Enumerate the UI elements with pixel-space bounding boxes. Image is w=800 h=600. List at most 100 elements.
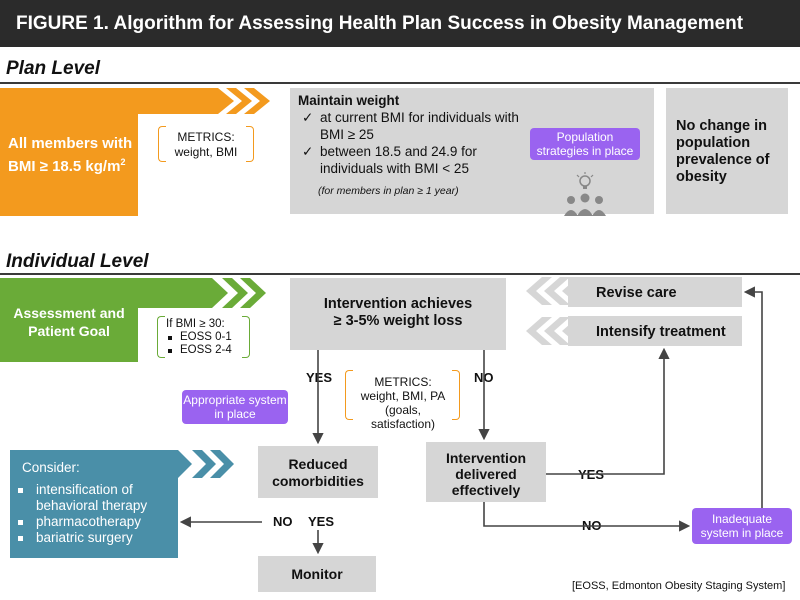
consider-arrow-row <box>178 450 234 478</box>
no-label-reduced: NO <box>273 514 293 529</box>
light-ray <box>576 174 580 178</box>
assessment-box: Assessment and Patient Goal <box>0 278 138 362</box>
person-icon <box>567 196 575 204</box>
reduced-line2: comorbidities <box>272 473 364 489</box>
maintain-arrow-head <box>600 88 616 114</box>
all-members-arrow-band <box>138 88 218 114</box>
individual-level-divider <box>0 273 800 275</box>
maintain-weight-arrow-row <box>560 88 654 114</box>
person-icon <box>580 193 590 203</box>
individual-metrics-values: weight, BMI, PA <box>360 389 446 403</box>
consider-item-behavioral: intensification of behavioral therapy <box>10 482 178 514</box>
consider-arrow-head <box>178 450 192 478</box>
assessment-arrow-row <box>138 278 266 308</box>
assessment-arrow-band <box>138 278 212 308</box>
assessment-arrow-head <box>212 278 228 308</box>
lightbulb-people-icon <box>564 172 606 216</box>
criteria-brace-left <box>157 316 165 358</box>
person-icon-body <box>577 209 593 216</box>
maintain-weight-list: at current BMI for individuals with BMI … <box>298 109 528 177</box>
reduced-comorbidities-box: Reduced comorbidities <box>258 446 378 498</box>
indiv-metrics-brace-left <box>345 370 353 420</box>
person-icon-body <box>592 210 606 216</box>
yes-label-reduced: YES <box>308 514 335 529</box>
maintain-weight-note: (for members in plan ≥ 1 year) <box>318 185 459 197</box>
chevron-left-icon <box>526 317 552 345</box>
all-members-arrow-row <box>138 88 270 114</box>
consider-list: intensification of behavioral therapy ph… <box>10 482 178 546</box>
chevron-icon <box>628 88 654 114</box>
yes-to-intensify-connector <box>546 347 670 475</box>
all-members-line1: All members with <box>8 135 133 152</box>
reduced-line1: Reduced <box>288 456 348 472</box>
person-icon <box>595 196 603 204</box>
plan-metrics: METRICS: weight, BMI <box>168 130 244 160</box>
chevron-icon <box>222 278 248 308</box>
population-strategies-badge: Population strategies in place <box>530 128 640 160</box>
chevron-icon <box>610 88 636 114</box>
assessment-line2: Patient Goal <box>28 323 110 339</box>
all-members-arrow-head <box>218 88 234 114</box>
no-label-delivered: NO <box>582 518 602 533</box>
all-members-box: All members with BMI ≥ 18.5 kg/m2 <box>0 88 138 216</box>
consider-item-surgery: bariatric surgery <box>10 530 178 546</box>
revise-care-box: Revise care <box>568 277 742 307</box>
eoss-item-0-1: EOSS 0-1 <box>166 331 244 344</box>
intensify-treatment-box: Intensify treatment <box>568 316 742 346</box>
criteria-brace-right <box>242 316 250 358</box>
yes-label-achieves: YES <box>306 370 333 385</box>
delivered-line3: effectively <box>451 482 521 498</box>
consider-item-pharmacotherapy: pharmacotherapy <box>10 514 178 530</box>
individual-metrics: METRICS: weight, BMI, PA (goals, satisfa… <box>352 375 454 431</box>
consider-title: Consider: <box>22 460 80 475</box>
chevron-left-icon <box>526 277 552 305</box>
maintain-item-current: at current BMI for individuals with BMI … <box>298 109 528 143</box>
chevron-icon <box>210 450 234 478</box>
intervention-delivered-box: Intervention delivered effectively <box>426 442 546 502</box>
chevron-left-icon <box>544 317 570 345</box>
eoss-list: EOSS 0-1 EOSS 2-4 <box>166 331 244 357</box>
maintain-weight-title: Maintain weight <box>298 93 400 108</box>
chevron-icon <box>240 278 266 308</box>
bmi-criteria-title: If BMI ≥ 30: <box>166 318 225 330</box>
chevron-left-icon <box>544 277 570 305</box>
yes-label-delivered: YES <box>578 467 605 482</box>
eoss-footnote: [EOSS, Edmonton Obesity Staging System] <box>572 580 786 592</box>
intervention-line1: Intervention achieves <box>323 296 473 312</box>
delivered-line1: Intervention <box>445 450 527 466</box>
delivered-line2: delivered <box>455 466 517 482</box>
plan-outcome-box: No change in population prevalence of ob… <box>666 88 788 214</box>
light-ray <box>590 174 594 178</box>
eoss-item-2-4: EOSS 2-4 <box>166 344 244 357</box>
chevron-icon <box>226 88 252 114</box>
lightbulb-icon <box>579 175 591 187</box>
monitor-box: Monitor <box>258 556 376 592</box>
individual-metrics-title: METRICS: <box>374 375 432 389</box>
plan-metrics-values: weight, BMI <box>174 145 238 159</box>
intervention-achieves-box: Intervention achieves ≥ 3-5% weight loss <box>290 278 506 350</box>
plan-level-divider <box>0 82 800 84</box>
chevron-icon <box>244 88 270 114</box>
inadequate-to-revise-connector <box>743 286 763 508</box>
chevron-icon <box>192 450 216 478</box>
intervention-line2: ≥ 3-5% weight loss <box>333 313 463 329</box>
individual-metrics-extra: (goals, satisfaction) <box>370 403 436 431</box>
bmi-criteria: If BMI ≥ 30: EOSS 0-1 EOSS 2-4 <box>166 318 244 357</box>
plan-metrics-title: METRICS: <box>177 130 235 144</box>
appropriate-system-badge: Appropriate system in place <box>182 390 288 424</box>
maintain-arrow-band <box>560 88 600 114</box>
metrics-brace-right <box>246 126 254 162</box>
no-label-achieves: NO <box>474 370 494 385</box>
maintain-weight-content: Maintain weight at current BMI for indiv… <box>298 92 528 200</box>
assessment-line1: Assessment and <box>13 305 125 321</box>
indiv-metrics-brace-right <box>452 370 460 420</box>
metrics-brace-left <box>158 126 166 162</box>
plan-level-title: Plan Level <box>6 58 100 79</box>
all-members-line2: BMI ≥ 18.5 kg/m2 <box>8 157 126 175</box>
inadequate-system-badge: Inadequate system in place <box>692 508 792 544</box>
lightbulb-base <box>583 186 587 189</box>
consider-box: Consider: intensification of behavioral … <box>10 450 178 558</box>
individual-level-title: Individual Level <box>6 251 149 272</box>
maintain-item-range: between 18.5 and 24.9 for individuals wi… <box>298 143 528 177</box>
figure-title: FIGURE 1. Algorithm for Assessing Health… <box>0 0 800 47</box>
